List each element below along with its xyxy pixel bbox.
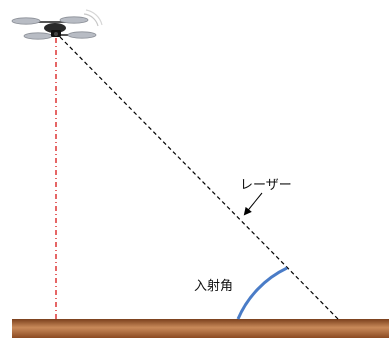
incidence-angle-arc [236, 266, 288, 320]
laser-label: レーザー [240, 178, 292, 193]
drone-icon [11, 9, 103, 40]
arrow-pointer-icon [243, 192, 263, 216]
laser-beam [59, 36, 339, 320]
ground-surface [12, 319, 389, 338]
incidence-angle-label: 入射角 [194, 278, 233, 294]
